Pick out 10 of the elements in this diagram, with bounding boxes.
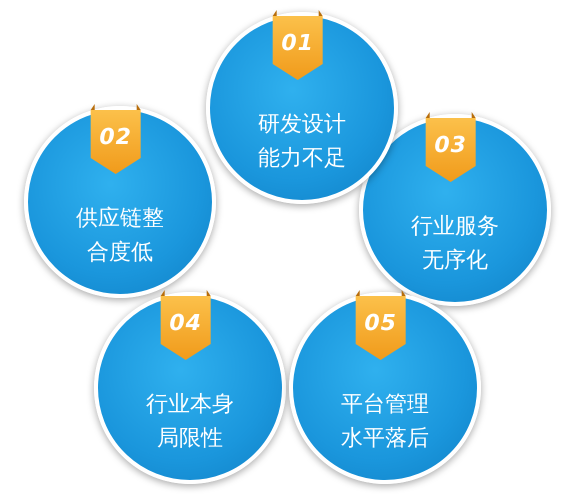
- tag-number: 03: [433, 134, 468, 158]
- circle-label: 行业服务无序化: [410, 213, 500, 275]
- tag-number: 05: [363, 312, 398, 336]
- circle-label: 供应链整合度低: [75, 205, 165, 267]
- tag-number: 02: [98, 126, 133, 150]
- circle-label: 平台管理水平落后: [340, 391, 430, 453]
- tag-number: 01: [280, 32, 315, 56]
- circle-label: 行业本身局限性: [145, 391, 235, 453]
- circle-label: 研发设计能力不足: [257, 111, 347, 173]
- tag-number: 04: [168, 312, 203, 336]
